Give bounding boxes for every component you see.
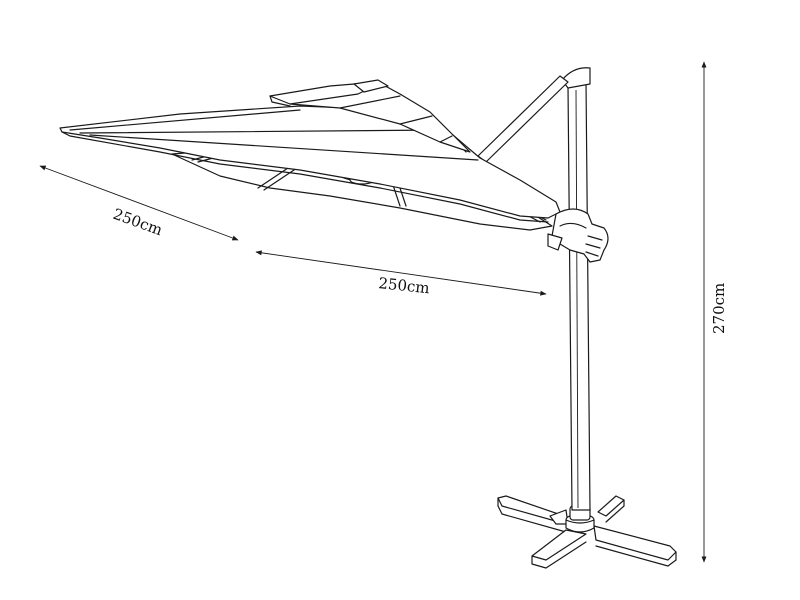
- pole: [561, 67, 591, 511]
- support-arm: [477, 75, 569, 163]
- dimension-canopy-depth: 250cm: [39, 165, 239, 241]
- dimension-canopy-width: 250cm: [255, 250, 547, 297]
- canopy: [59, 79, 561, 231]
- total-height-label: 270cm: [710, 283, 728, 334]
- dimension-total-height: 270cm: [701, 61, 728, 563]
- cross-base: [497, 495, 677, 569]
- crank-handle: [547, 208, 609, 263]
- canopy-width-label: 250cm: [378, 274, 431, 297]
